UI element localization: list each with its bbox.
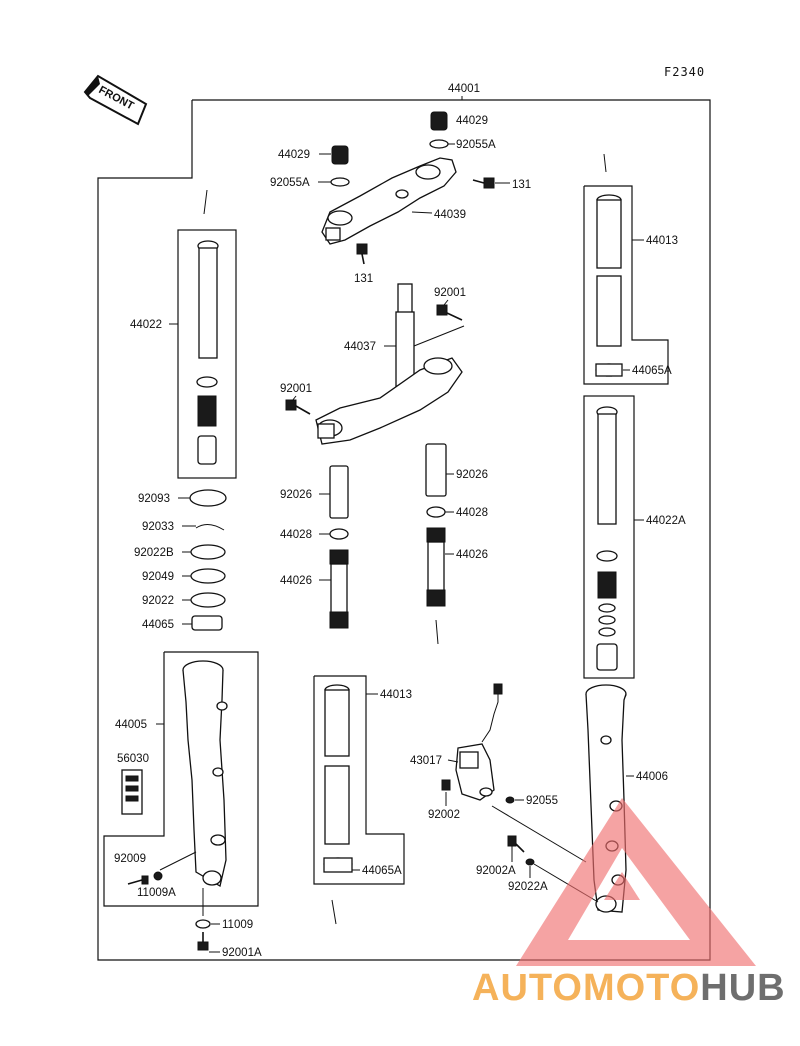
bolt-92002A [507, 835, 525, 853]
washer-11009A [153, 871, 163, 881]
diagram-code: F2340 [664, 65, 705, 79]
spring-44026-b [426, 527, 446, 607]
washer-11009 [195, 919, 211, 929]
label-44028-a: 44028 [280, 529, 312, 541]
cap-44029-a [429, 111, 449, 149]
label-92022A: 92022A [508, 881, 548, 893]
label-44065: 44065 [142, 619, 174, 631]
spacer-92026-a [329, 465, 349, 519]
label-44022: 44022 [130, 319, 162, 331]
washer-92022A [525, 858, 535, 866]
label-92001-b: 92001 [280, 383, 312, 395]
label-92033: 92033 [142, 521, 174, 533]
cap-44029-b [330, 145, 350, 187]
box-44022A [583, 395, 635, 679]
upper-bracket-44039 [321, 157, 457, 245]
label-92026-a: 92026 [280, 489, 312, 501]
front-arrow-icon: FRONT [83, 74, 148, 126]
label-44029-a: 44029 [456, 115, 488, 127]
label-44029-b: 44029 [278, 149, 310, 161]
bolt-131-a [472, 177, 495, 189]
bolt-92001-b [285, 399, 311, 415]
bolt-92002 [441, 779, 451, 791]
assembly-frame [97, 99, 711, 961]
seat-44028-b [426, 506, 446, 518]
watermark-logo [516, 798, 756, 966]
label-44039: 44039 [434, 209, 466, 221]
label-92055: 92055 [526, 795, 558, 807]
label-44022A: 44022A [646, 515, 686, 527]
label-44001: 44001 [448, 83, 480, 95]
steering-stem-44037 [315, 283, 463, 445]
label-92049: 92049 [142, 571, 174, 583]
seat-44028-a [329, 528, 349, 540]
inner-tube-44022A [596, 406, 618, 671]
outer-tube-44013-b [323, 684, 353, 873]
watermark-text: AUTOMOTOHUB [472, 967, 786, 1009]
fork-leg-44005 [182, 660, 228, 888]
label-92055A-a: 92055A [456, 139, 496, 151]
label-11009: 11009 [222, 919, 253, 931]
oring-92055 [505, 796, 515, 804]
label-56030: 56030 [117, 753, 149, 765]
label-44026-a: 44026 [280, 575, 312, 587]
box-44005 [103, 651, 259, 907]
outer-tube-44013-a [595, 194, 623, 377]
label-11009A: 11009A [137, 887, 176, 899]
label-92001A: 92001A [222, 947, 262, 959]
label-44065A-b: 44065A [362, 865, 402, 877]
label-92022: 92022 [142, 595, 174, 607]
label-44006: 44006 [636, 771, 668, 783]
label-92002A: 92002A [476, 865, 516, 877]
label-44013-b: 44013 [380, 689, 412, 701]
label-92093: 92093 [138, 493, 170, 505]
label-44026-b: 44026 [456, 549, 488, 561]
label-92002: 92002 [428, 809, 460, 821]
label-92055A-b: 92055A [270, 177, 310, 189]
decal-56030 [121, 769, 143, 815]
screw-92009 [127, 875, 149, 885]
label-92022B: 92022B [134, 547, 174, 559]
label-44065A-a: 44065A [632, 365, 672, 377]
valve-43017 [455, 683, 503, 801]
watermark-part2: HUB [700, 967, 785, 1009]
seal-stack-left [189, 489, 227, 631]
label-131-a: 131 [512, 179, 531, 191]
bolt-92001-a [436, 304, 463, 321]
label-131-b: 131 [354, 273, 373, 285]
spring-44026-a [329, 549, 349, 629]
label-44037: 44037 [344, 341, 376, 353]
watermark-part1: AUTOMOTO [472, 967, 700, 1009]
bolt-92001A [197, 932, 209, 951]
label-44013-a: 44013 [646, 235, 678, 247]
label-43017: 43017 [410, 755, 442, 767]
watermark-triangle-icon [516, 798, 756, 966]
spacer-92026-b [425, 443, 447, 497]
box-44013-top [583, 185, 669, 385]
label-92026-b: 92026 [456, 469, 488, 481]
inner-tube-44022 [196, 240, 219, 465]
label-92001-a: 92001 [434, 287, 466, 299]
box-44013-bottom [313, 675, 405, 885]
label-44005: 44005 [115, 719, 147, 731]
label-44028-b: 44028 [456, 507, 488, 519]
box-44022 [177, 229, 237, 479]
bolt-131-b [356, 243, 368, 265]
label-92009: 92009 [114, 853, 146, 865]
